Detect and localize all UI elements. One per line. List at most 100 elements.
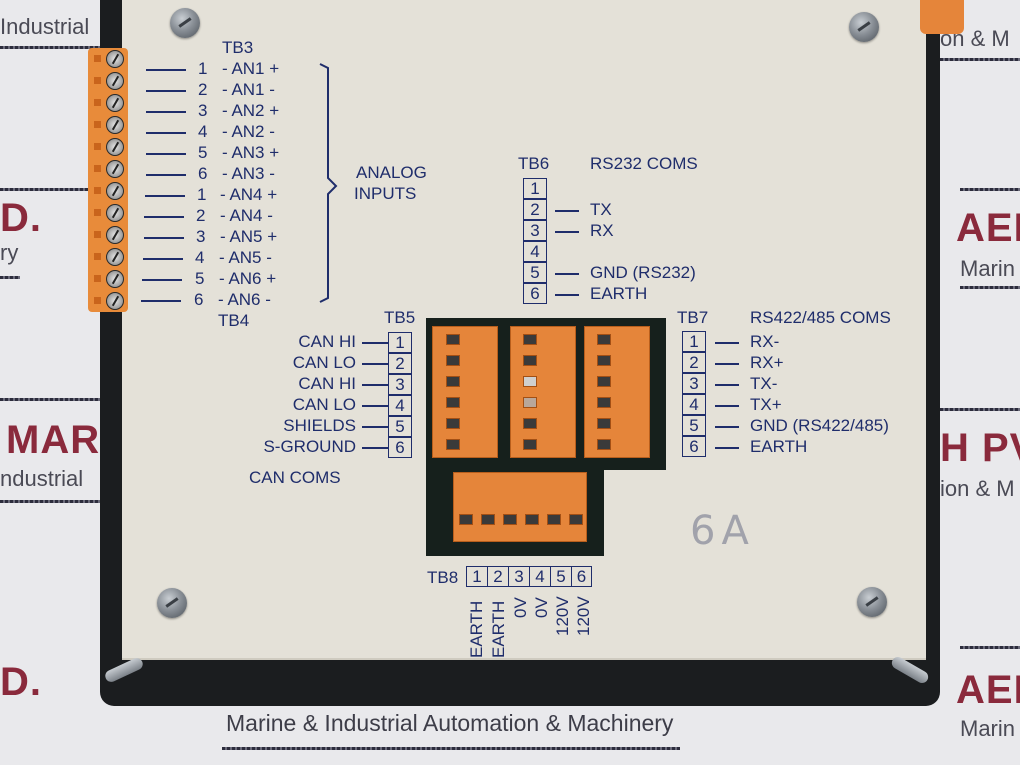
lead-line xyxy=(715,342,739,344)
tb7-plug[interactable] xyxy=(584,326,650,458)
terminal-hole[interactable] xyxy=(597,355,611,366)
terminal-hole[interactable] xyxy=(597,334,611,345)
terminal-hole[interactable] xyxy=(597,418,611,429)
pin-signal: TX- xyxy=(750,374,778,393)
terminal-hole[interactable] xyxy=(481,514,495,525)
terminal-hole[interactable] xyxy=(446,397,460,408)
pin-signal: - AN2 - xyxy=(222,122,275,141)
pin-signal: - AN1 - xyxy=(222,80,275,99)
pin-signal: CAN LO xyxy=(292,395,356,414)
pin-box: 4 xyxy=(529,566,550,587)
terminal-hole[interactable] xyxy=(523,376,537,387)
lead-line xyxy=(145,195,185,197)
pin-box: 5 xyxy=(682,415,706,436)
terminal-screw-icon[interactable] xyxy=(106,292,124,310)
watermark-rule xyxy=(960,646,1020,649)
terminal-screw-icon[interactable] xyxy=(106,160,124,178)
pin-signal: GND (RS232) xyxy=(590,263,696,282)
terminal-hole[interactable] xyxy=(523,439,537,450)
pin-signal: CAN LO xyxy=(292,353,356,372)
terminal-hole[interactable] xyxy=(523,334,537,345)
pin-number: 2 xyxy=(196,206,206,225)
watermark-rule xyxy=(0,398,100,401)
tb6-title: RS232 COMS xyxy=(590,154,698,173)
terminal-hole[interactable] xyxy=(597,439,611,450)
terminal-hole[interactable] xyxy=(525,514,539,525)
terminal-screw-icon[interactable] xyxy=(106,182,124,200)
pin-signal: EARTH xyxy=(750,437,808,456)
terminal-screw-icon[interactable] xyxy=(106,94,124,112)
terminal-hole[interactable] xyxy=(446,355,460,366)
lead-line xyxy=(362,447,388,449)
pin-signal: CAN HI xyxy=(298,332,356,351)
terminal-screw-icon[interactable] xyxy=(106,116,124,134)
pin-signal: RX+ xyxy=(750,353,784,372)
terminal-hole[interactable] xyxy=(523,397,537,408)
pin-signal: - AN3 - xyxy=(222,164,275,183)
pin-box: 6 xyxy=(523,283,547,304)
terminal-screw-icon[interactable] xyxy=(106,50,124,68)
pin-box: 5 xyxy=(550,566,571,587)
pin-box: 6 xyxy=(571,566,592,587)
tb6-plug[interactable] xyxy=(510,326,576,458)
lead-line xyxy=(362,426,388,428)
lead-line xyxy=(715,447,739,449)
terminal-hole[interactable] xyxy=(547,514,561,525)
watermark-brand: D. xyxy=(0,196,42,240)
pin-signal: RX xyxy=(590,221,614,240)
terminal-hole[interactable] xyxy=(523,418,537,429)
terminal-hole[interactable] xyxy=(446,439,460,450)
pin-number: 5 xyxy=(198,143,208,162)
terminal-screw-icon[interactable] xyxy=(106,248,124,266)
terminal-screw-icon[interactable] xyxy=(106,204,124,222)
terminal-hole[interactable] xyxy=(523,355,537,366)
pin-box: 2 xyxy=(682,352,706,373)
pin-signal: EARTH xyxy=(489,600,508,658)
pin-signal: - AN2 + xyxy=(222,101,280,120)
terminal-hole[interactable] xyxy=(446,334,460,345)
pin-box: 2 xyxy=(487,566,508,587)
pin-number: 1 xyxy=(198,59,208,78)
tb5-label: TB5 xyxy=(384,308,416,327)
terminal-hole[interactable] xyxy=(597,397,611,408)
watermark-rule xyxy=(940,408,1020,411)
terminal-screw-icon[interactable] xyxy=(106,138,124,156)
pin-box: 6 xyxy=(388,437,412,458)
terminal-screw-icon[interactable] xyxy=(106,226,124,244)
terminal-hole[interactable] xyxy=(503,514,517,525)
lead-line xyxy=(144,216,184,218)
lead-line xyxy=(362,342,388,344)
watermark-rule xyxy=(222,747,680,750)
pin-box: 3 xyxy=(388,374,412,395)
tb5-plug[interactable] xyxy=(432,326,498,458)
lead-line xyxy=(362,405,388,407)
terminal-hole[interactable] xyxy=(446,418,460,429)
footer-watermark: Marine & Industrial Automation & Machine… xyxy=(226,710,674,736)
tb8-plug[interactable] xyxy=(453,472,587,542)
analog-inputs-title-1: ANALOG xyxy=(356,163,427,182)
tb8-label: TB8 xyxy=(427,568,459,587)
watermark-text: ndustrial xyxy=(0,466,84,491)
pin-signal: RX- xyxy=(750,332,780,351)
pin-signal: 0V xyxy=(532,597,551,618)
terminal-screw-icon[interactable] xyxy=(106,72,124,90)
tb7-label: TB7 xyxy=(677,308,709,327)
terminal-hole[interactable] xyxy=(569,514,583,525)
top-right-connector xyxy=(920,0,964,34)
terminal-hole[interactable] xyxy=(597,376,611,387)
lead-line xyxy=(146,90,186,92)
pin-number: 6 xyxy=(198,164,208,183)
lead-line xyxy=(555,294,579,296)
terminal-hole[interactable] xyxy=(459,514,473,525)
terminal-hole[interactable] xyxy=(446,376,460,387)
analog-terminal-strip[interactable] xyxy=(88,48,128,312)
pin-signal: 120V xyxy=(574,596,593,636)
pin-signal: EARTH xyxy=(590,284,648,303)
pin-box: 5 xyxy=(523,262,547,283)
pin-box: 3 xyxy=(508,566,529,587)
pin-signal: EARTH xyxy=(467,600,486,658)
watermark-text: ion & M xyxy=(940,476,1015,501)
pin-number: 4 xyxy=(195,248,205,267)
watermark-rule xyxy=(960,188,1020,191)
terminal-screw-icon[interactable] xyxy=(106,270,124,288)
